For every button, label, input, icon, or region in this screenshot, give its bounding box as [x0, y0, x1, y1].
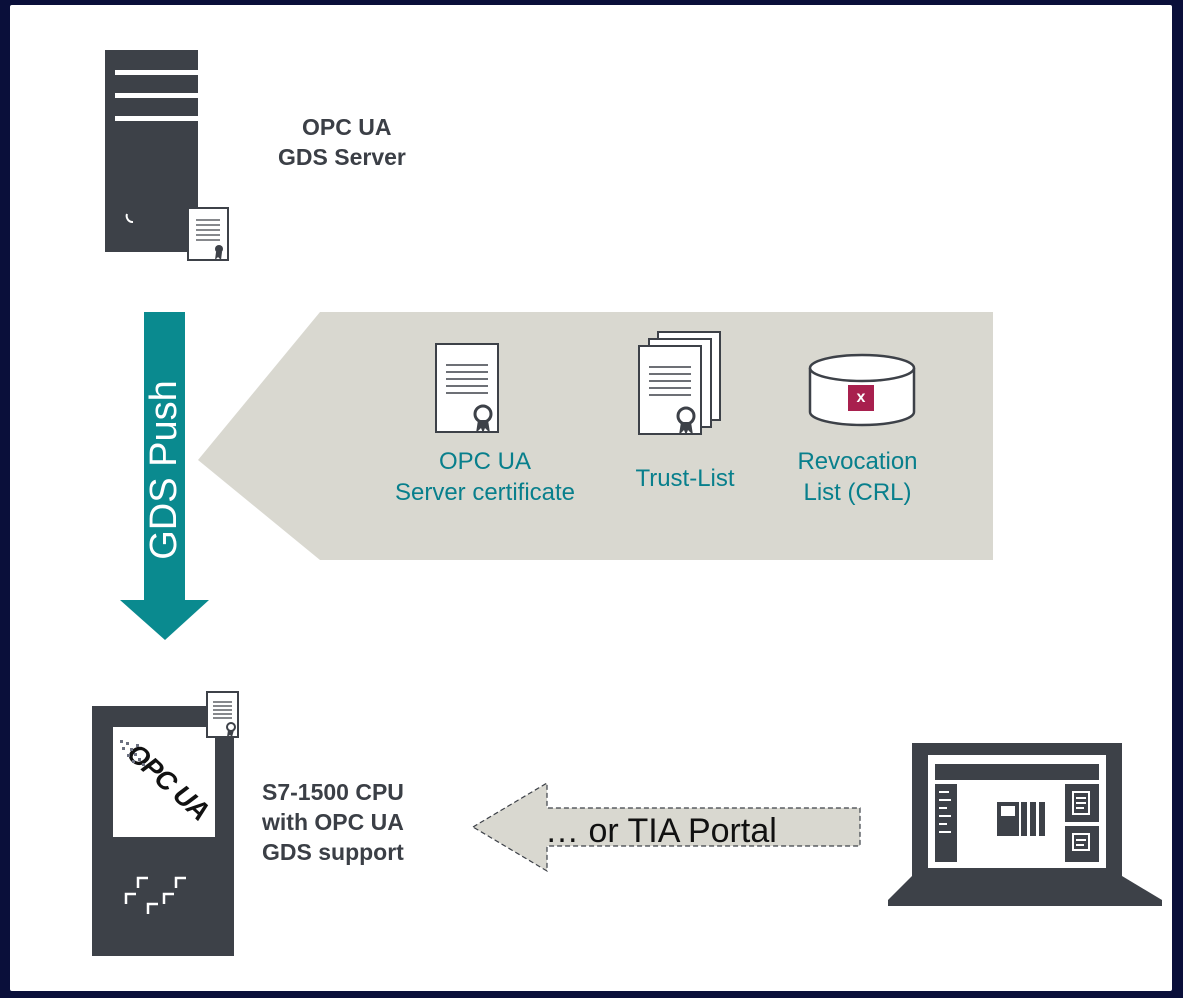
- gds-server-line1: OPC UA: [302, 114, 392, 140]
- cpu-line2: with OPC UA: [262, 809, 404, 835]
- s7-1500-cpu-icon: [92, 691, 239, 956]
- tia-portal-label: … or TIA Portal: [545, 812, 777, 850]
- server-certificate-label: OPC UA Server certificate: [380, 446, 590, 508]
- revocation-list-line1: Revocation: [797, 448, 918, 475]
- tia-portal-arrow: [471, 781, 861, 873]
- cpu-title: S7-1500 CPU with OPC UA GDS support: [262, 777, 472, 867]
- payload-band: [198, 312, 993, 560]
- crl-mark: x: [856, 389, 866, 406]
- cpu-line3: GDS support: [262, 839, 404, 865]
- server-certificate-line1: OPC UA: [438, 448, 531, 475]
- cpu-certificate-icon: [206, 691, 239, 738]
- certificate-stack-icon: [638, 331, 721, 435]
- trust-list-label: Trust-List: [635, 465, 735, 492]
- opc-ua-logo-dots-icon: [120, 740, 145, 766]
- gds-push-arrow: [120, 312, 209, 640]
- gds-server-title: OPC UA GDS Server: [278, 112, 478, 172]
- cpu-line1: S7-1500 CPU: [262, 779, 404, 805]
- revocation-list-line2: List (CRL): [803, 479, 912, 506]
- server-certificate-icon: [187, 207, 229, 261]
- gds-server-icon: [105, 50, 229, 261]
- certificate-icon: [435, 343, 499, 433]
- revocation-list-label: Revocation List (CRL): [770, 446, 945, 508]
- server-certificate-line2: Server certificate: [394, 479, 576, 506]
- database-revocation-icon: [808, 353, 916, 427]
- laptop-icon: [888, 743, 1162, 906]
- gds-push-label: GDS Push: [143, 380, 185, 560]
- gds-server-line2: GDS Server: [278, 144, 406, 170]
